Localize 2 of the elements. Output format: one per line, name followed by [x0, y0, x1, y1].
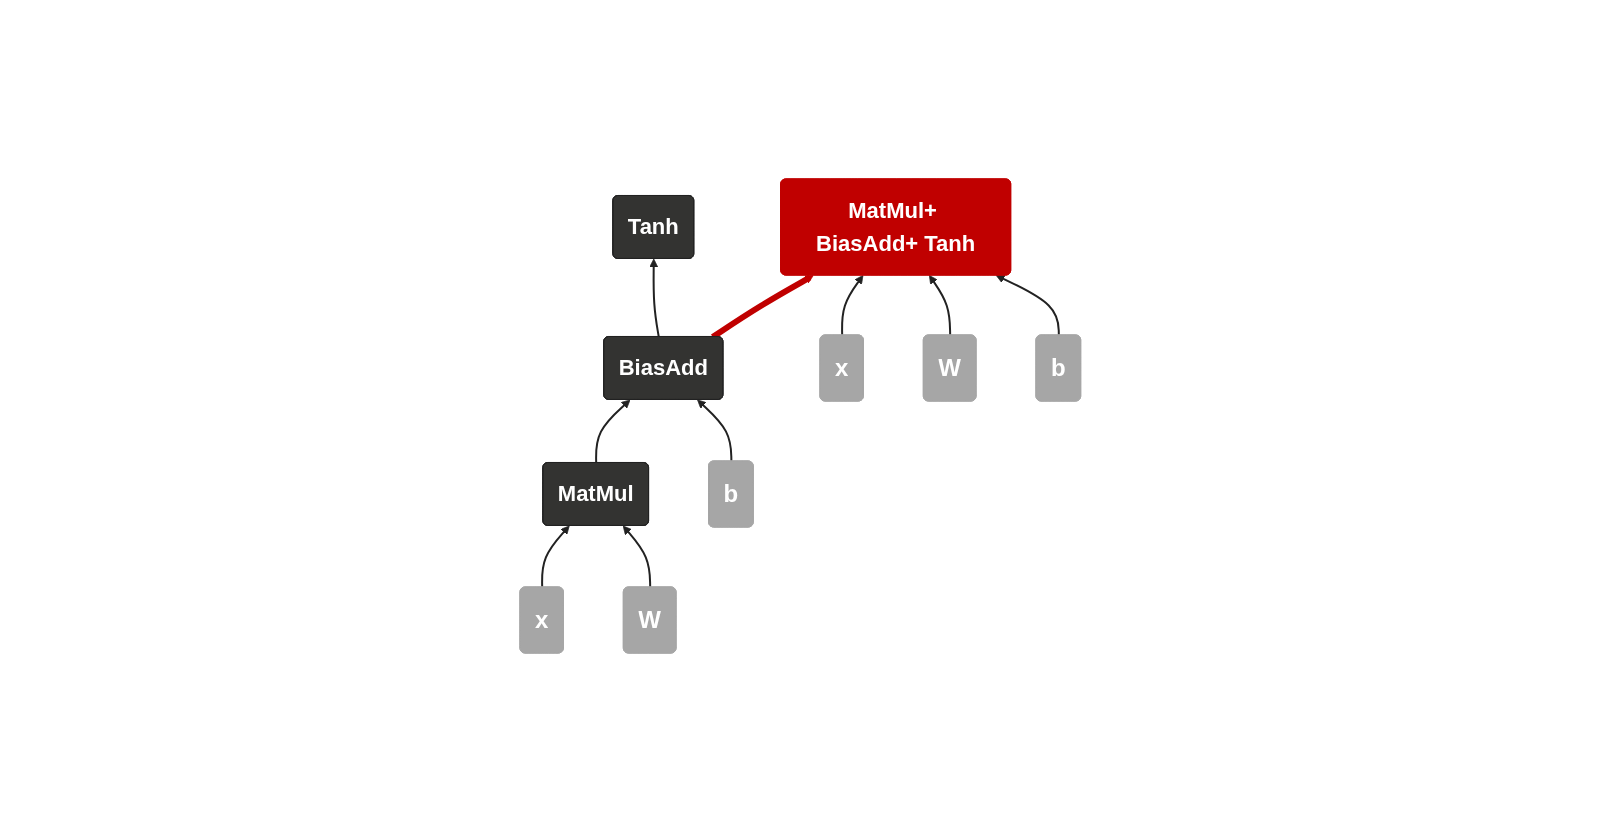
arrow: [648, 258, 660, 338]
arrow: [594, 399, 631, 464]
